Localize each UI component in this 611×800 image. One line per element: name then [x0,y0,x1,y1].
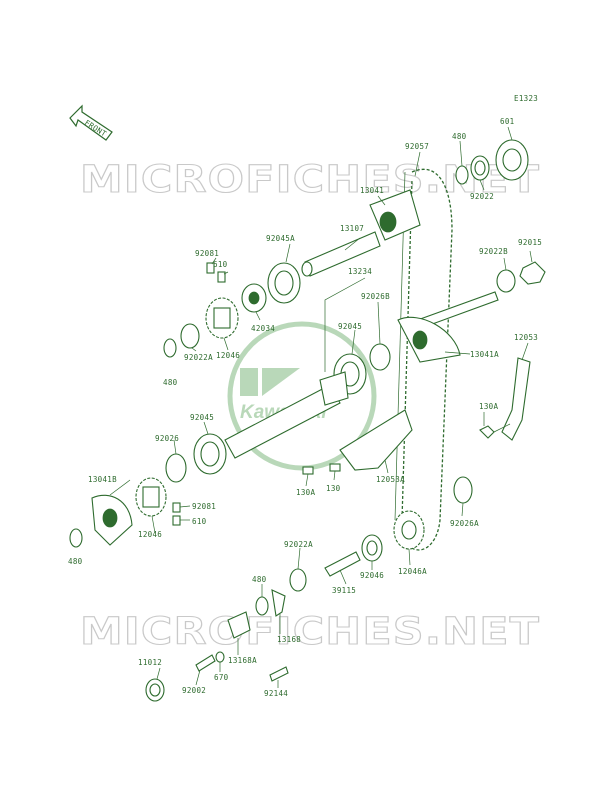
label-130: 130 [326,484,341,493]
label-601: 601 [500,117,514,126]
label-12053: 12053 [514,333,538,342]
gear-13041 [369,189,421,241]
label-13234: 13234 [348,267,372,276]
cam-13168a [227,611,251,639]
bearing-92046 [361,534,383,562]
diagram-code: E1323 [514,94,538,103]
main-shaft [224,371,349,459]
label-13107: 13107 [340,224,364,233]
label-92045a: 92045A [266,234,295,243]
label-480-low: 480 [68,557,83,566]
label-92026: 92026 [155,434,179,443]
circlip-480-bottom [255,596,269,616]
label-13168a: 13168A [228,656,257,665]
circlip-480-top [455,165,469,185]
spring-92144 [269,666,289,682]
label-92002: 92002 [182,686,206,695]
nut-92015 [519,261,546,285]
label-92045-low: 92045 [190,413,214,422]
label-92022: 92022 [470,192,494,201]
label-13041b: 13041B [88,475,117,484]
label-480-left: 480 [163,378,178,387]
label-13041: 13041 [360,186,384,195]
label-670: 670 [214,673,229,682]
label-92022a-top: 92022A [184,353,213,362]
washer-92022a-low [289,568,307,592]
label-42034: 42034 [251,324,275,333]
label-130a-right: 130A [479,402,498,411]
bearing-601 [495,139,529,181]
pin-92081-low [172,502,181,513]
oring-670 [215,651,225,663]
label-610-top: 610 [213,260,228,269]
label-480-bottom: 480 [252,575,267,584]
label-11012: 11012 [138,658,162,667]
sprocket-12046-low [135,477,167,517]
label-92026b: 92026B [361,292,390,301]
washer-92026b [369,343,391,371]
shaft-39115 [324,551,361,577]
washer-92026 [165,453,187,483]
washer-92022a-top [180,323,200,349]
label-92046: 92046 [360,571,384,580]
gear-13041a [397,316,461,363]
bolt-130 [329,463,341,472]
bolt-130a-low [302,466,314,475]
bearing-92045a [267,262,301,304]
sprocket-12046a [393,510,425,550]
label-13168: 13168 [277,635,301,644]
leader-lines [109,126,533,688]
pin-610-low [172,515,181,526]
label-610-low: 610 [192,517,207,526]
label-12053a: 12053A [376,475,405,484]
label-39115: 39115 [332,586,356,595]
washer-92022b [496,269,516,293]
label-12046a: 12046A [398,567,427,576]
watermark-bottom: MICROFICHES.NET [80,610,540,653]
shaft-13107 [301,231,381,277]
sprocket-12046-top [205,297,239,339]
label-13041a: 13041A [470,350,499,359]
washer-92022 [470,155,490,181]
gear-13041b [91,494,133,546]
label-92057: 92057 [405,142,429,151]
circlip-480-left [163,338,177,358]
bolt-130a-right [479,425,495,439]
label-480-top: 480 [452,132,467,141]
front-arrow-icon: FRONT [69,104,113,141]
label-92081-low: 92081 [192,502,216,511]
circlip-480-low [69,528,83,548]
guide-12053a [339,409,413,471]
label-92081-top: 92081 [195,249,219,258]
label-12046-low: 12046 [138,530,162,539]
label-92022a-low: 92022A [284,540,313,549]
label-92022b: 92022B [479,247,508,256]
plug-11012 [145,678,165,702]
label-92026a: 92026A [450,519,479,528]
label-92045-mid: 92045 [338,322,362,331]
label-92144: 92144 [264,689,288,698]
bearing-92045-low [193,433,227,475]
sprocket-42034 [241,283,267,313]
lever-12053 [501,357,531,441]
pin-610-top [217,271,226,283]
spring-92002 [195,654,216,672]
label-12046-top: 12046 [216,351,240,360]
lever-13168 [271,589,286,617]
pin-92081-top [206,262,215,274]
label-92015: 92015 [518,238,542,247]
label-130a-low: 130A [296,488,315,497]
washer-92026a [453,476,473,504]
